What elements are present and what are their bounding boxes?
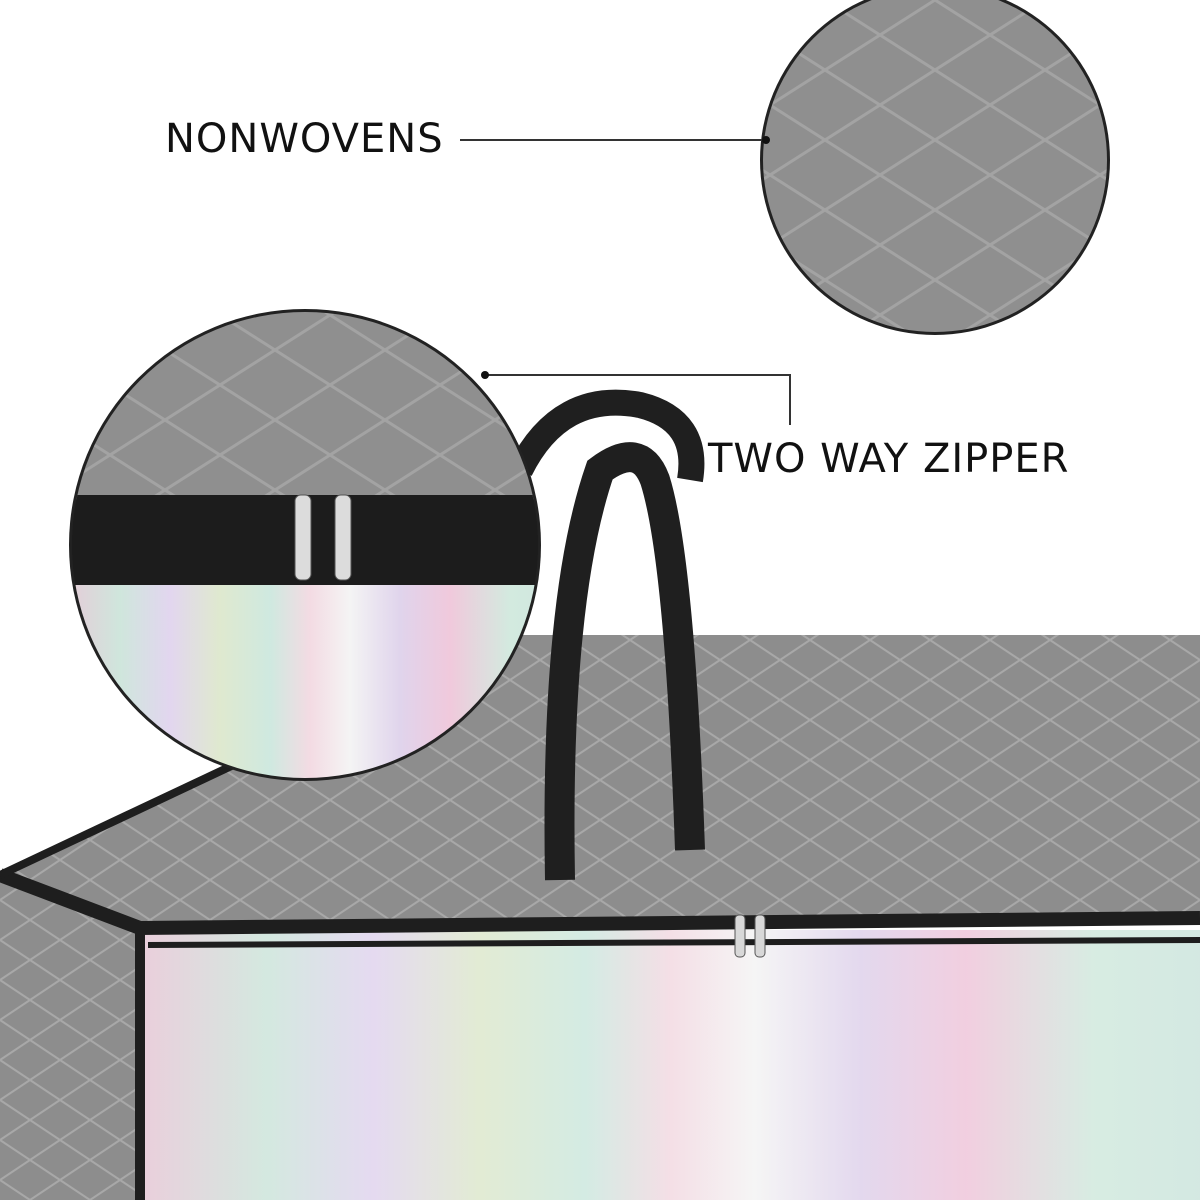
zipper-leader-line (485, 374, 791, 425)
zipper-pull-icon (734, 914, 766, 958)
two-way-zipper-label: TWO WAY ZIPPER (708, 436, 1070, 482)
handle-front (544, 442, 705, 881)
nonwovens-label: NONWOVENS (165, 116, 444, 162)
storage-bag (0, 389, 1200, 1200)
handle-back (508, 389, 705, 483)
nonwovens-detail-circle (760, 0, 1110, 335)
